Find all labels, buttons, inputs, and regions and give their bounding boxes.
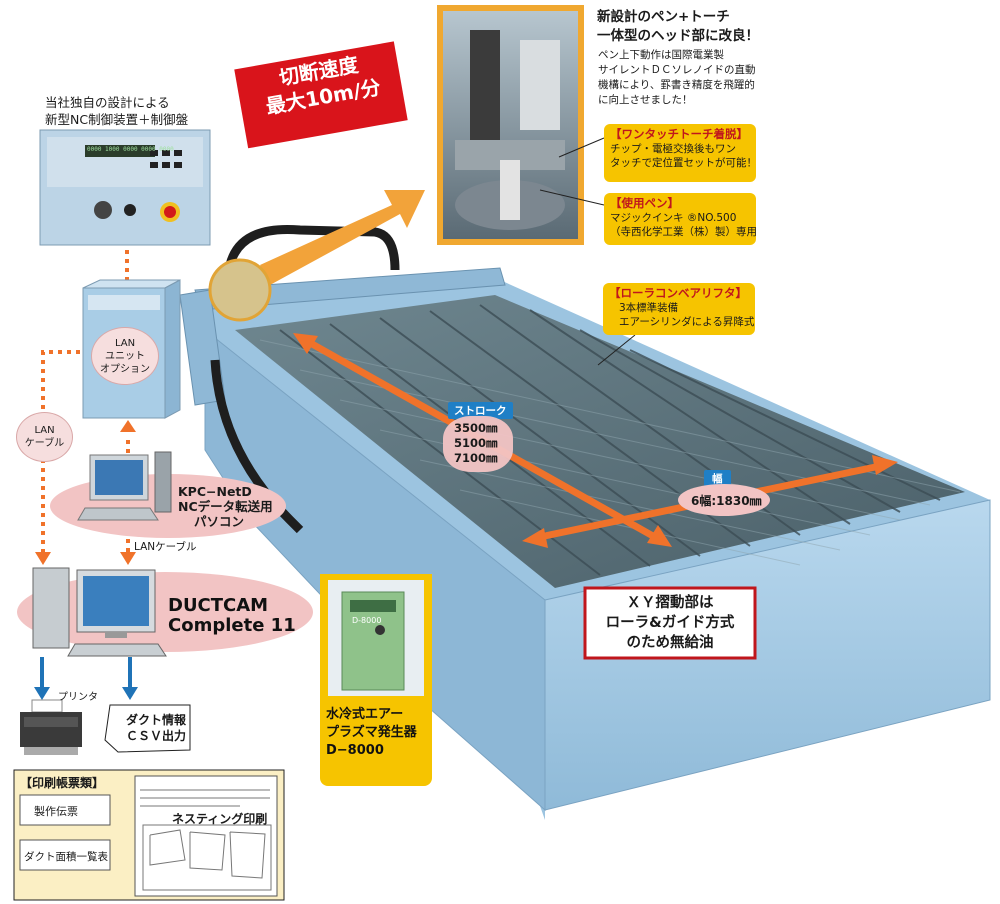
nc-caption-line-2: 新型NC制御装置＋制御盤 <box>45 112 189 127</box>
duct-info-label: ダクト情報 ＣＳＶ出力 <box>126 712 186 744</box>
callout-torch-body-1: チップ・電極交換後もワン <box>610 143 736 155</box>
zoom-arrow <box>260 190 425 285</box>
kpc-line-2: NCデータ転送用 <box>178 499 273 514</box>
head-desc-line-3: 機構により、罫書き精度を飛躍的 <box>598 79 755 91</box>
printer-device <box>20 699 82 755</box>
lan-unit-line-3: オプション <box>100 363 150 375</box>
head-description: ペン上下動作は国際電業製 サイレントＤＣソレノイドの直動 機構により、罫書き精度… <box>598 48 756 108</box>
callout-torch-head: 【ワンタッチトーチ着脱】 <box>610 127 748 141</box>
plasma-generator <box>320 574 432 702</box>
plasma-label: 水冷式エアー プラズマ発生器 D−8000 <box>320 702 432 786</box>
kpc-computer <box>77 451 172 521</box>
head-zoom-circle <box>208 258 272 322</box>
ductcam-line-2: Complete 11 <box>168 615 296 636</box>
kpc-line-1: KPC−NetD <box>178 484 252 499</box>
xy-line-3: のため無給油 <box>626 635 714 651</box>
lan-unit-line-2: ユニット <box>105 350 145 362</box>
callout-pen-body-1: マジックインキ ®NO.500 <box>610 212 737 224</box>
stroke-value-1: 3500㎜ <box>454 421 498 435</box>
ductcam-label: DUCTCAM Complete 11 <box>168 596 296 636</box>
head-title-line-1: 新設計のペン+トーチ <box>597 9 730 25</box>
callout-torch: 【ワンタッチトーチ着脱】 チップ・電極交換後もワン タッチで定位置セットが可能！ <box>604 124 757 182</box>
nc-display: 0000 1000 0000 0000 0000 <box>87 146 174 153</box>
kpc-label: KPC−NetD NCデータ転送用 パソコン <box>178 484 273 529</box>
width-value: 6幅:1830㎜ <box>691 494 762 508</box>
form-item-2: ダクト面積一覧表 <box>24 851 108 863</box>
head-desc-line-1: ペン上下動作は国際電業製 <box>598 49 724 61</box>
cutting-table <box>179 224 991 820</box>
plasma-line-3: D−8000 <box>326 743 384 758</box>
lan-cable-line-1: LAN <box>34 425 55 436</box>
nc-caption-line-1: 当社独自の設計による <box>45 95 170 110</box>
callout-pen: 【使用ペン】 マジックインキ ®NO.500 （寺西化学工業（株）製）専用 <box>604 193 757 245</box>
xy-line-1: ＸＹ摺動部は <box>626 595 714 611</box>
nc-caption: 当社独自の設計による 新型NC制御装置＋制御盤 <box>45 94 188 128</box>
forms-panel <box>13 769 285 901</box>
head-title-line-2: 一体型のヘッド部に改良！ <box>597 28 759 44</box>
width-value-bg <box>678 484 770 516</box>
xy-box-text: ＸＹ摺動部は ローラ&ガイド方式 のため無給油 <box>585 593 755 653</box>
nc-panel <box>39 129 211 246</box>
callout-torch-body-2: タッチで定位置セットが可能！ <box>610 157 757 169</box>
head-desc-line-2: サイレントＤＣソレノイドの直動 <box>598 64 756 76</box>
head-title: 新設計のペン+トーチ 一体型のヘッド部に改良！ <box>597 8 759 46</box>
callout-roller-body-1: 3本標準装備 <box>619 302 679 314</box>
kpc-line-3: パソコン <box>194 514 245 529</box>
callout-pen-head: 【使用ペン】 <box>610 196 679 210</box>
lan-cable-label: LANケーブル <box>134 541 197 553</box>
stroke-values-bg <box>443 416 513 472</box>
speed-banner-bg <box>234 41 408 149</box>
xy-box-frame <box>583 586 757 660</box>
csv-document <box>104 704 191 753</box>
plasma-line-1: 水冷式エアー <box>326 707 404 722</box>
nesting-print-label: ネスティング印刷 <box>172 812 268 826</box>
stroke-value-2: 5100㎜ <box>454 436 498 450</box>
callout-pen-body-2: （寺西化学工業（株）製）専用 <box>610 226 757 238</box>
duct-info-line-1: ダクト情報 <box>126 713 187 727</box>
callout-roller-body-2: エアーシリンダによる昇降式 <box>619 316 755 328</box>
stroke-values: 3500㎜ 5100㎜ 7100㎜ <box>454 421 498 466</box>
stroke-tag: ストローク <box>448 402 513 419</box>
xy-line-2: ローラ&ガイド方式 <box>605 615 735 631</box>
printer-label: プリンタ <box>58 692 98 703</box>
plasma-unit-label: D-8000 <box>352 616 382 625</box>
lan-cable-bubble: LAN ケーブル <box>16 412 73 462</box>
ductcam-computer <box>32 567 167 657</box>
ductcam-line-1: DUCTCAM <box>168 595 269 616</box>
lan-cable-line-2: ケーブル <box>24 438 65 449</box>
callout-roller-head: 【ローラコンベアリフタ】 <box>609 286 747 300</box>
head-desc-line-4: に向上させました！ <box>598 94 693 106</box>
plasma-line-2: プラズマ発生器 <box>326 725 417 740</box>
callout-roller: 【ローラコンベアリフタ】 3本標準装備 エアーシリンダによる昇降式 <box>603 283 755 335</box>
duct-info-line-2: ＣＳＶ出力 <box>126 729 187 743</box>
forms-title: 【印刷帳票類】 <box>20 776 105 790</box>
form-item-1: 製作伝票 <box>34 805 78 818</box>
lan-unit-line-1: LAN <box>114 337 136 349</box>
head-photo <box>437 5 584 245</box>
width-tag: 幅 <box>704 470 731 487</box>
stroke-value-3: 7100㎜ <box>454 451 498 465</box>
lan-unit-bubble: LAN ユニット オプション <box>91 327 159 385</box>
